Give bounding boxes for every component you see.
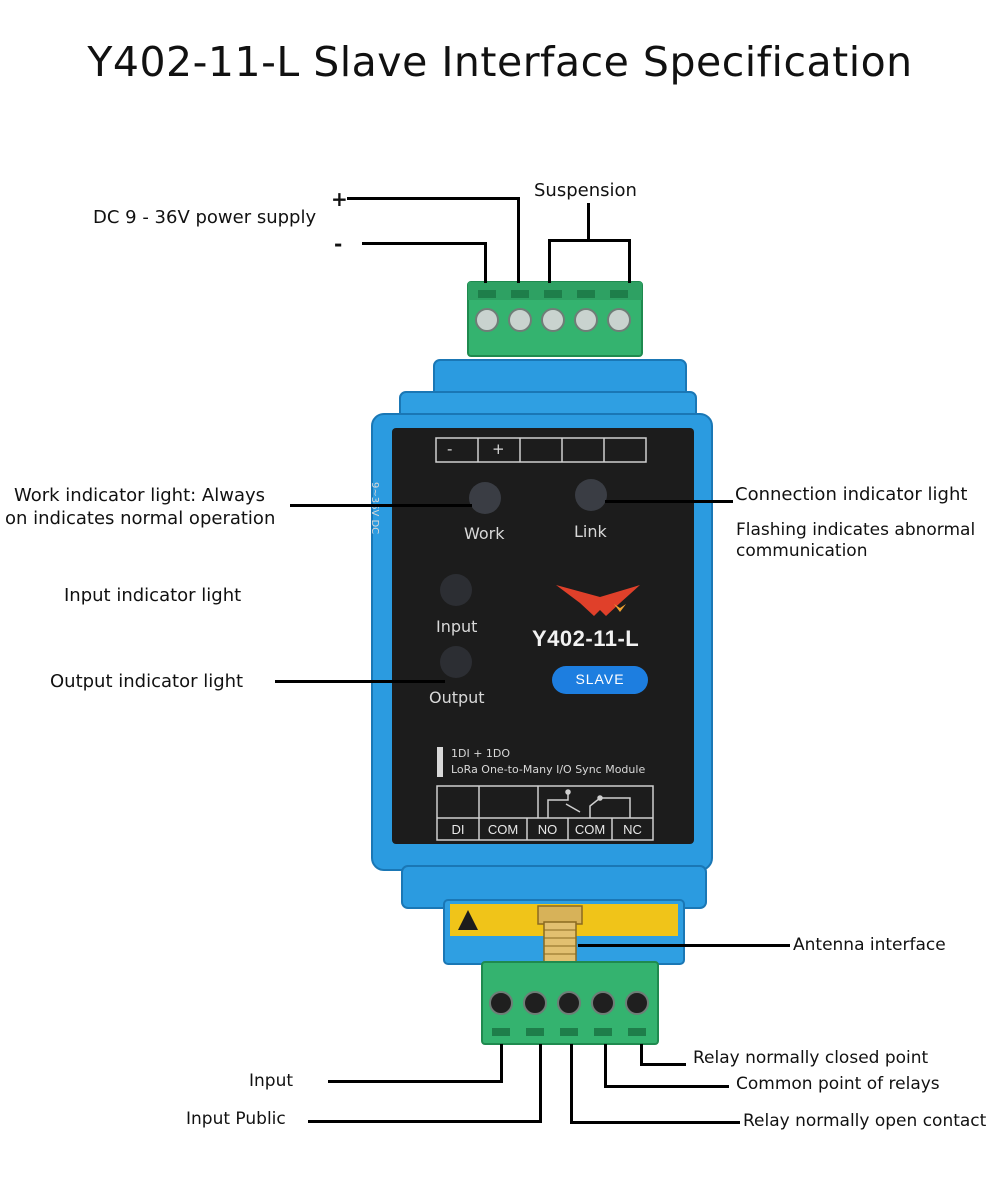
terminal-label-com: COM — [487, 822, 519, 837]
label-link-note-line1: Flashing indicates abnormal — [736, 520, 976, 540]
leader-plus-v — [517, 197, 520, 283]
top-terminal-minus: - — [447, 440, 453, 458]
label-output-indicator: Output indicator light — [50, 671, 244, 692]
leader-output — [275, 680, 445, 683]
label-plus: + — [331, 187, 348, 211]
leader-relay-nc-v — [640, 1044, 643, 1066]
leader-suspension-bar — [548, 239, 631, 242]
leader-input-public-v — [539, 1044, 542, 1123]
leader-input-v — [500, 1044, 503, 1083]
label-work-line2: on indicates normal operation — [5, 508, 276, 529]
slave-badge: SLAVE — [552, 666, 648, 694]
leader-plus-h — [347, 197, 520, 200]
label-link-indicator: Connection indicator light — [735, 484, 968, 505]
label-input: Input — [249, 1071, 294, 1091]
leader-relay-com-v — [604, 1044, 607, 1088]
brand-logo — [556, 585, 640, 616]
leader-relay-nc-h — [640, 1063, 686, 1066]
leader-suspension-left — [548, 239, 551, 283]
bottom-terminal-block — [481, 961, 659, 1045]
top-terminal-plus: + — [492, 440, 505, 458]
voltage-side-text: 9~36V DC — [369, 482, 380, 535]
top-terminal-block — [467, 281, 643, 357]
leader-antenna — [578, 944, 790, 947]
label-relay-nc: Relay normally closed point — [693, 1048, 929, 1068]
label-input-indicator: Input indicator light — [64, 585, 242, 606]
leader-minus-h — [362, 242, 487, 245]
leader-relay-com-h — [604, 1085, 729, 1088]
page-title: Y402-11-L Slave Interface Specification — [87, 38, 913, 86]
model-name: Y402-11-L — [532, 626, 640, 651]
leader-work — [290, 504, 472, 507]
label-link-note-line2: communication — [736, 541, 868, 561]
terminal-label-no: NO — [537, 822, 558, 837]
led-output-label: Output — [429, 688, 485, 707]
led-work-label: Work — [464, 524, 505, 543]
module-desc-line2: LoRa One-to-Many I/O Sync Module — [451, 763, 646, 776]
module-desc-line1: 1DI + 1DO — [451, 747, 511, 760]
terminal-label-nc: NC — [623, 822, 642, 837]
leader-suspension-stem — [587, 203, 590, 242]
leader-minus-v — [484, 242, 487, 283]
leader-input-h — [328, 1080, 503, 1083]
label-antenna: Antenna interface — [793, 935, 946, 955]
label-power-supply: DC 9 - 36V power supply — [93, 207, 317, 228]
leader-relay-no-v — [570, 1044, 573, 1124]
label-work-line1: Work indicator light: Always — [14, 485, 266, 506]
label-relay-com: Common point of relays — [736, 1074, 940, 1094]
leader-input-public-h — [308, 1120, 542, 1123]
label-suspension: Suspension — [534, 180, 637, 201]
antenna-connector — [537, 905, 583, 971]
terminal-label-relay-com: COM — [574, 822, 606, 837]
led-link-label: Link — [574, 522, 607, 541]
led-input-label: Input — [436, 617, 478, 636]
label-minus: - — [334, 232, 343, 256]
terminal-label-di: DI — [451, 822, 465, 837]
leader-relay-no-h — [570, 1121, 740, 1124]
leader-link — [605, 500, 733, 503]
label-input-public: Input Public — [186, 1109, 286, 1129]
leader-suspension-right — [628, 239, 631, 283]
label-relay-no: Relay normally open contact — [743, 1111, 987, 1131]
